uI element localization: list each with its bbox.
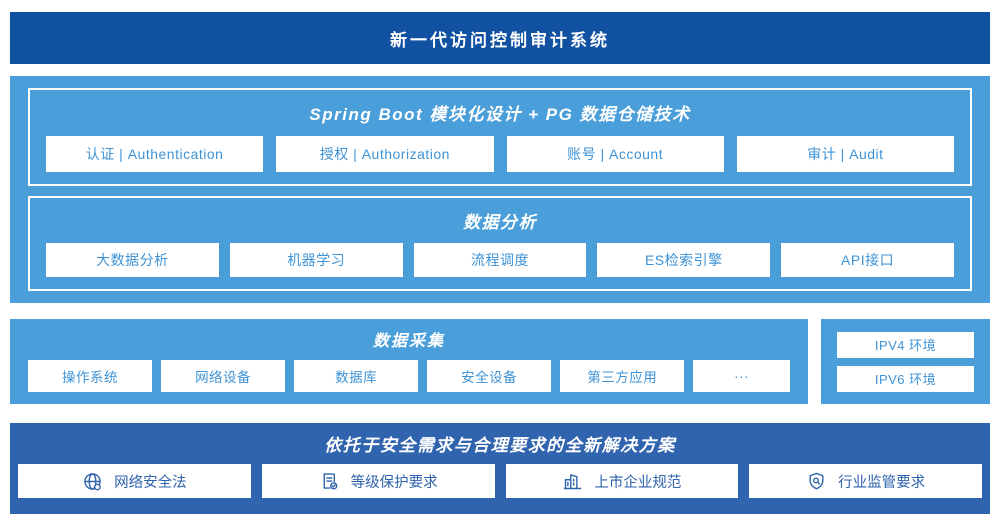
source-more-ellipsis: ··· (693, 360, 790, 392)
architecture-layer: Spring Boot 模块化设计 + PG 数据仓储技术 认证 | Authe… (10, 76, 990, 303)
analysis-module-row: 大数据分析 机器学习 流程调度 ES检索引擎 API接口 (46, 243, 954, 277)
solution-chip-label: 网络安全法 (114, 474, 187, 491)
page-title: 新一代访问控制审计系统 (390, 30, 610, 50)
source-network-device: 网络设备 (161, 360, 286, 392)
source-third-party-app: 第三方应用 (560, 360, 685, 392)
solution-classified-protection: 等级保护要求 (261, 464, 495, 498)
spring-boot-panel: Spring Boot 模块化设计 + PG 数据仓储技术 认证 | Authe… (28, 88, 972, 186)
module-flow-scheduling: 流程调度 (413, 243, 587, 277)
globe-icon (82, 471, 103, 492)
data-collection-layer: 数据采集 操作系统 网络设备 数据库 安全设备 第三方应用 ··· (10, 319, 808, 404)
module-bigdata-analysis: 大数据分析 (46, 243, 219, 277)
document-check-icon (319, 471, 340, 492)
spring-boot-panel-title: Spring Boot 模块化设计 + PG 数据仓储技术 (309, 105, 691, 124)
solution-layer: 依托于安全需求与合理要求的全新解决方案 网络安全法 (10, 423, 990, 514)
solution-chip-label: 行业监管要求 (838, 474, 926, 491)
data-analysis-panel: 数据分析 大数据分析 机器学习 流程调度 ES检索引擎 API接口 (28, 196, 972, 291)
module-authorization: 授权 | Authorization (276, 135, 494, 172)
module-audit: 审计 | Audit (736, 135, 954, 172)
solution-title: 依托于安全需求与合理要求的全新解决方案 (324, 436, 676, 455)
data-collection-title: 数据采集 (372, 333, 445, 350)
module-api: API接口 (781, 243, 954, 277)
solution-listed-company: 上市企业规范 (505, 464, 739, 498)
module-es-search: ES检索引擎 (597, 243, 771, 277)
building-icon (562, 471, 583, 492)
shield-search-icon (806, 471, 827, 492)
module-authentication: 认证 | Authentication (46, 135, 264, 172)
solution-chip-label: 上市企业规范 (594, 474, 682, 491)
title-banner: 新一代访问控制审计系统 (10, 12, 990, 64)
source-security-device: 安全设备 (427, 360, 552, 392)
ip-environment-box: IPV4 环境 IPV6 环境 (821, 319, 990, 404)
ipv4-environment: IPV4 环境 (837, 331, 974, 358)
source-os: 操作系统 (28, 360, 153, 392)
ipv6-environment: IPV6 环境 (837, 365, 974, 392)
data-analysis-panel-title: 数据分析 (463, 213, 537, 232)
solution-industry-regulation: 行业监管要求 (749, 464, 982, 498)
data-source-row: 操作系统 网络设备 数据库 安全设备 第三方应用 ··· (28, 360, 790, 392)
solution-chip-label: 等级保护要求 (350, 474, 438, 491)
module-account: 账号 | Account (506, 135, 724, 172)
source-database: 数据库 (294, 360, 419, 392)
solution-cybersecurity-law: 网络安全法 (18, 464, 251, 498)
spring-module-row: 认证 | Authentication 授权 | Authorization 账… (46, 135, 954, 172)
solution-row: 网络安全法 等级保护要求 (18, 464, 982, 498)
module-machine-learning: 机器学习 (229, 243, 403, 277)
